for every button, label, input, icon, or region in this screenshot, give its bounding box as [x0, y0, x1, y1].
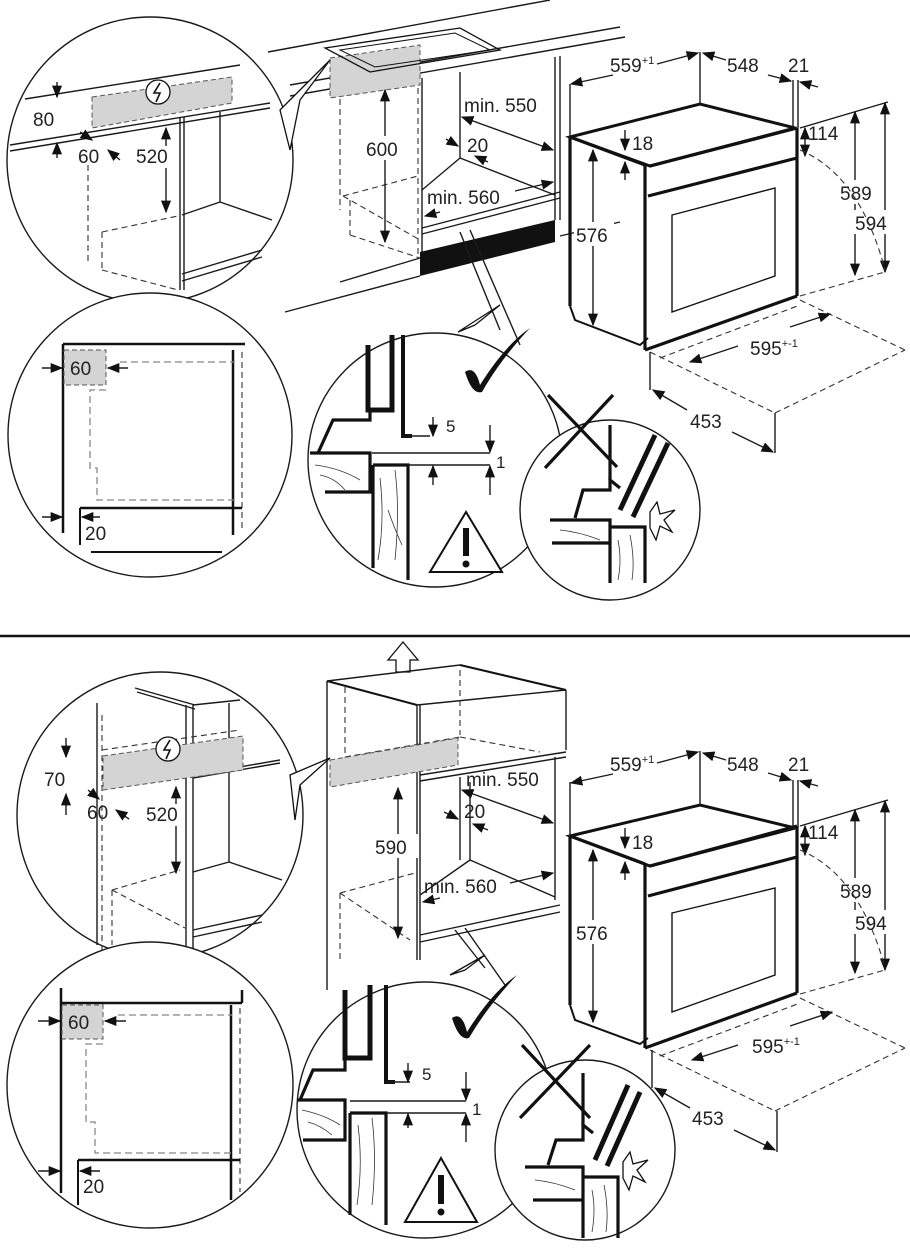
dim-fit-gap-top: 5 — [446, 417, 455, 436]
dim-door-clearance-2: 453 — [692, 1109, 724, 1130]
dim-zone-height-2: 70 — [44, 770, 65, 791]
panel-column-cabinet: 590 min. 550 20 min. 560 559+1 — [6, 640, 906, 1241]
dim-top-offset-2: 18 — [632, 833, 653, 854]
detail-front-2: 60 20 — [6, 941, 294, 1229]
warning-triangle-icon-2 — [403, 1155, 479, 1223]
dim-zone-depth: 60 — [78, 147, 99, 168]
dim-zone-offset-2: 520 — [146, 805, 178, 826]
dim-oven-depth-total: 559+1 — [610, 55, 654, 77]
detail-fit-correct-2: 5 1 — [296, 927, 554, 1239]
plinth — [420, 220, 555, 276]
dim-oven-body-height-2: 576 — [576, 924, 608, 945]
dim-oven-width-2: 595+-1 — [752, 1036, 800, 1058]
cross-icon-2 — [518, 1043, 592, 1120]
dim-oven-width: 595+-1 — [750, 338, 798, 360]
dim-zone-depth-2: 60 — [87, 803, 108, 824]
dim-rear-gap: 20 — [467, 136, 488, 157]
dim-zone-height: 80 — [33, 110, 54, 131]
dim-top-offset: 18 — [632, 134, 653, 155]
hob-cutout — [322, 27, 502, 73]
dim-oven-depth-body: 548 — [727, 56, 759, 77]
dim-min-width-2: min. 560 — [424, 877, 497, 898]
warning-triangle-icon — [428, 510, 504, 573]
dim-front-zone-width-2: 60 — [68, 1013, 89, 1034]
dim-oven-body-height: 576 — [576, 226, 608, 247]
dim-front-thickness: 21 — [788, 56, 809, 77]
detail-fit-incorrect-2 — [494, 1043, 676, 1241]
detail-electrical-2: 70 60 520 — [16, 671, 331, 959]
dim-fit-gap-bottom-2: 1 — [472, 1100, 481, 1119]
checkmark-icon — [465, 328, 530, 393]
dim-height-body: 589 — [840, 184, 872, 205]
dim-min-depth-2: min. 550 — [466, 770, 539, 791]
spark-icon-2 — [622, 1150, 649, 1192]
countertop — [267, 0, 626, 99]
dim-height-total: 594 — [855, 214, 887, 235]
detail-fit-incorrect — [519, 393, 701, 601]
dim-oven-depth-total-2: 559+1 — [610, 754, 654, 776]
oven-window — [671, 187, 776, 313]
dim-zone-offset: 520 — [136, 147, 168, 168]
detail-electrical: 80 60 520 — [6, 16, 331, 304]
oven-2 — [564, 803, 799, 1050]
dim-door-clearance: 453 — [690, 412, 722, 433]
dim-front-side-gap: 20 — [85, 524, 106, 545]
dim-fit-gap-top-2: 5 — [422, 1065, 431, 1084]
column-cabinet — [326, 664, 567, 990]
dim-oven-depth-body-2: 548 — [727, 755, 759, 776]
checkmark-icon-2 — [452, 975, 517, 1039]
dim-front-zone-width: 60 — [70, 359, 91, 380]
dim-rear-gap-2: 20 — [464, 802, 485, 823]
detail-fit-correct: 5 1 — [307, 229, 563, 588]
spark-icon — [649, 500, 676, 542]
electrical-connection-icon — [145, 79, 171, 105]
detail-front: 60 20 — [7, 292, 293, 578]
arrow-up-icon — [386, 640, 420, 673]
electrical-connection-icon-2 — [155, 736, 181, 762]
panel-under-counter: 600 min. 550 20 min. 560 559+1 — [6, 0, 906, 601]
dim-cabinet-height-2: 590 — [375, 838, 407, 859]
dim-fit-gap-bottom: 1 — [496, 453, 505, 472]
dim-control-panel-2: 114 — [808, 823, 839, 844]
dim-min-depth: min. 550 — [464, 96, 537, 117]
dim-front-side-gap-2: 20 — [83, 1177, 104, 1198]
dim-front-thickness-2: 21 — [788, 755, 809, 776]
dim-control-panel: 114 — [808, 124, 839, 145]
dim-height-body-2: 589 — [840, 882, 872, 903]
dim-cabinet-height: 600 — [366, 140, 398, 161]
dim-height-total-2: 594 — [855, 914, 887, 935]
dim-min-width: min. 560 — [427, 188, 500, 209]
cross-icon — [543, 393, 619, 470]
